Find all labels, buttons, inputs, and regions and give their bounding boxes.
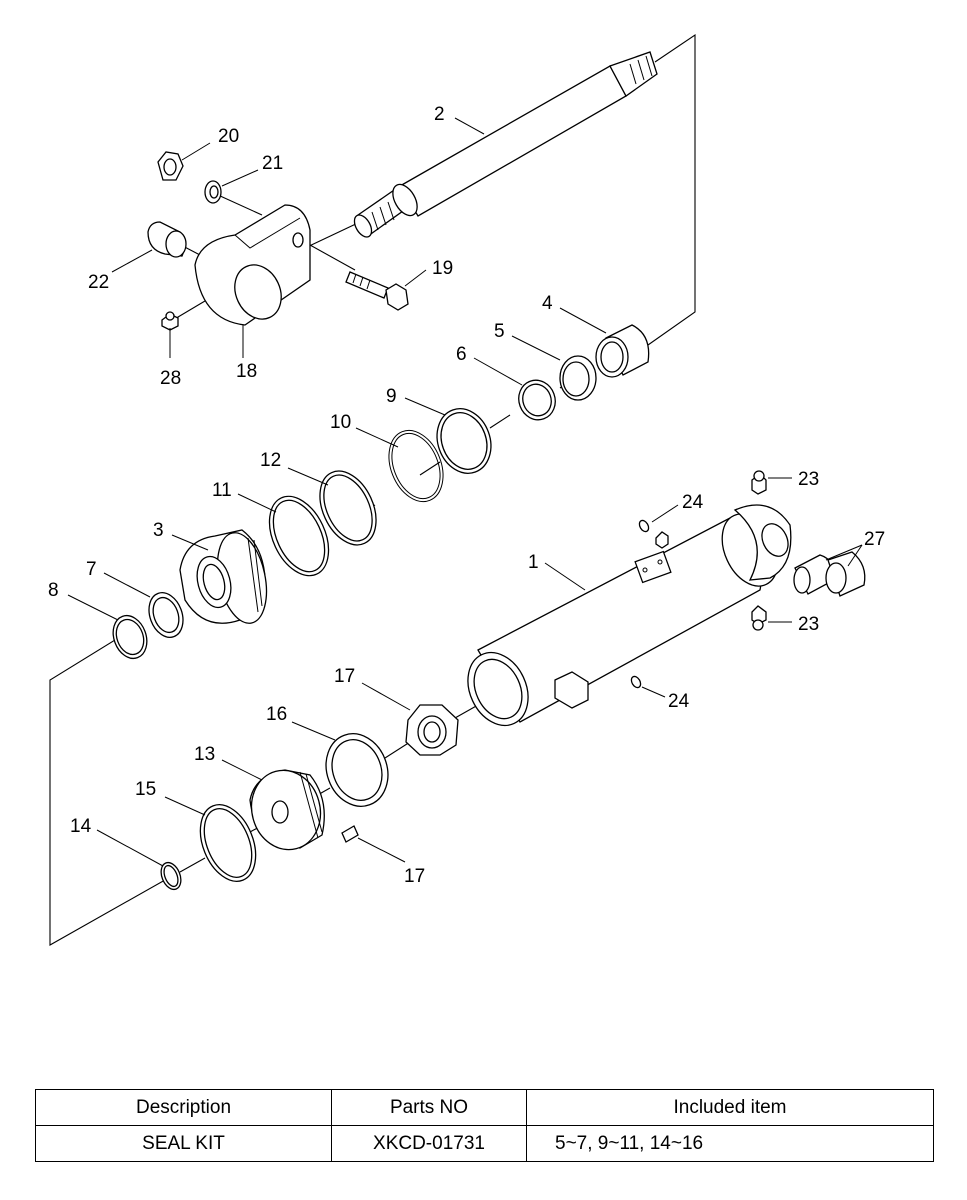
table-header-row: Description Parts NO Included item — [35, 1089, 934, 1126]
callout-16: 16 — [266, 704, 287, 725]
cell-parts-no: XKCD-01731 — [331, 1125, 527, 1162]
seal-part-7 — [143, 588, 189, 642]
header-description: Description — [35, 1089, 332, 1126]
table-row: SEAL KIT XKCD-01731 5~7, 9~11, 14~16 — [35, 1125, 934, 1162]
exploded-parts-diagram: 2 20 21 22 19 28 18 4 5 6 9 10 12 11 3 7… — [48, 0, 885, 1080]
callout-8: 8 — [48, 580, 59, 601]
callout-17-nut: 17 — [334, 666, 355, 687]
ring-part-12 — [309, 462, 387, 554]
cell-included-item: 5~7, 9~11, 14~16 — [526, 1125, 934, 1162]
callout-labels: 2 20 21 22 19 28 18 4 5 6 9 10 12 11 3 7… — [48, 104, 885, 887]
seal-part-5 — [560, 356, 596, 400]
callout-3: 3 — [153, 520, 164, 541]
header-included-item: Included item — [526, 1089, 934, 1126]
callout-1: 1 — [528, 552, 539, 573]
ring-part-9 — [428, 401, 499, 481]
snap-ring-part-8 — [107, 611, 152, 663]
callout-5: 5 — [494, 321, 505, 342]
grease-nipple-part-28 — [162, 312, 178, 330]
bushing-part-4 — [596, 325, 649, 377]
rod-eye-part-18 — [195, 205, 310, 327]
callout-15: 15 — [135, 779, 156, 800]
callout-21: 21 — [262, 153, 283, 174]
assembly-axis-lines — [50, 35, 695, 945]
callout-9: 9 — [386, 386, 397, 407]
piston-seal-part-15 — [190, 797, 266, 890]
callout-24-top: 24 — [682, 492, 704, 513]
bolt-part-19 — [346, 272, 408, 310]
piston-rod-part-2 — [351, 52, 657, 240]
callout-10: 10 — [330, 412, 351, 433]
callout-27: 27 — [864, 529, 885, 550]
header-parts-no: Parts NO — [331, 1089, 527, 1126]
callout-6: 6 — [456, 344, 467, 365]
callout-7: 7 — [86, 559, 97, 580]
callout-13: 13 — [194, 744, 215, 765]
callout-23-bottom: 23 — [798, 614, 819, 635]
o-ring-part-24-bottom — [630, 675, 643, 689]
ring-part-10 — [379, 422, 453, 509]
ring-part-11 — [258, 487, 341, 585]
cylinder-tube-part-1 — [457, 505, 793, 735]
callout-18: 18 — [236, 361, 257, 382]
callout-12: 12 — [260, 450, 281, 471]
callout-17-screw: 17 — [404, 866, 425, 887]
leader-lines — [68, 118, 862, 866]
wear-ring-part-16 — [316, 725, 398, 815]
seal-kit-table: Description Parts NO Included item SEAL … — [35, 1089, 934, 1162]
set-screw-part-17 — [342, 826, 358, 842]
piston-nut-part-17 — [406, 705, 458, 755]
callout-23-top: 23 — [798, 469, 819, 490]
callout-11: 11 — [212, 480, 232, 501]
callout-22: 22 — [88, 272, 109, 293]
nut-part-20 — [158, 152, 183, 180]
callout-28: 28 — [160, 368, 181, 389]
cell-description: SEAL KIT — [35, 1125, 332, 1162]
bushing-part-27 — [794, 552, 865, 596]
rod-cover-part-3 — [180, 528, 274, 628]
piston-part-13 — [243, 763, 329, 858]
grease-nipple-part-23-top — [752, 471, 766, 494]
callout-4: 4 — [542, 293, 553, 314]
callout-14: 14 — [70, 816, 92, 837]
ring-part-6 — [513, 375, 561, 425]
callout-20: 20 — [218, 126, 239, 147]
bushing-part-22 — [148, 222, 186, 257]
o-ring-part-14 — [157, 860, 184, 893]
washer-part-21 — [205, 181, 221, 203]
callout-24-bottom: 24 — [668, 691, 690, 712]
grease-nipple-part-23-bottom — [752, 606, 766, 630]
callout-2: 2 — [434, 104, 445, 125]
o-ring-part-24-top — [638, 519, 651, 533]
callout-19: 19 — [432, 258, 453, 279]
